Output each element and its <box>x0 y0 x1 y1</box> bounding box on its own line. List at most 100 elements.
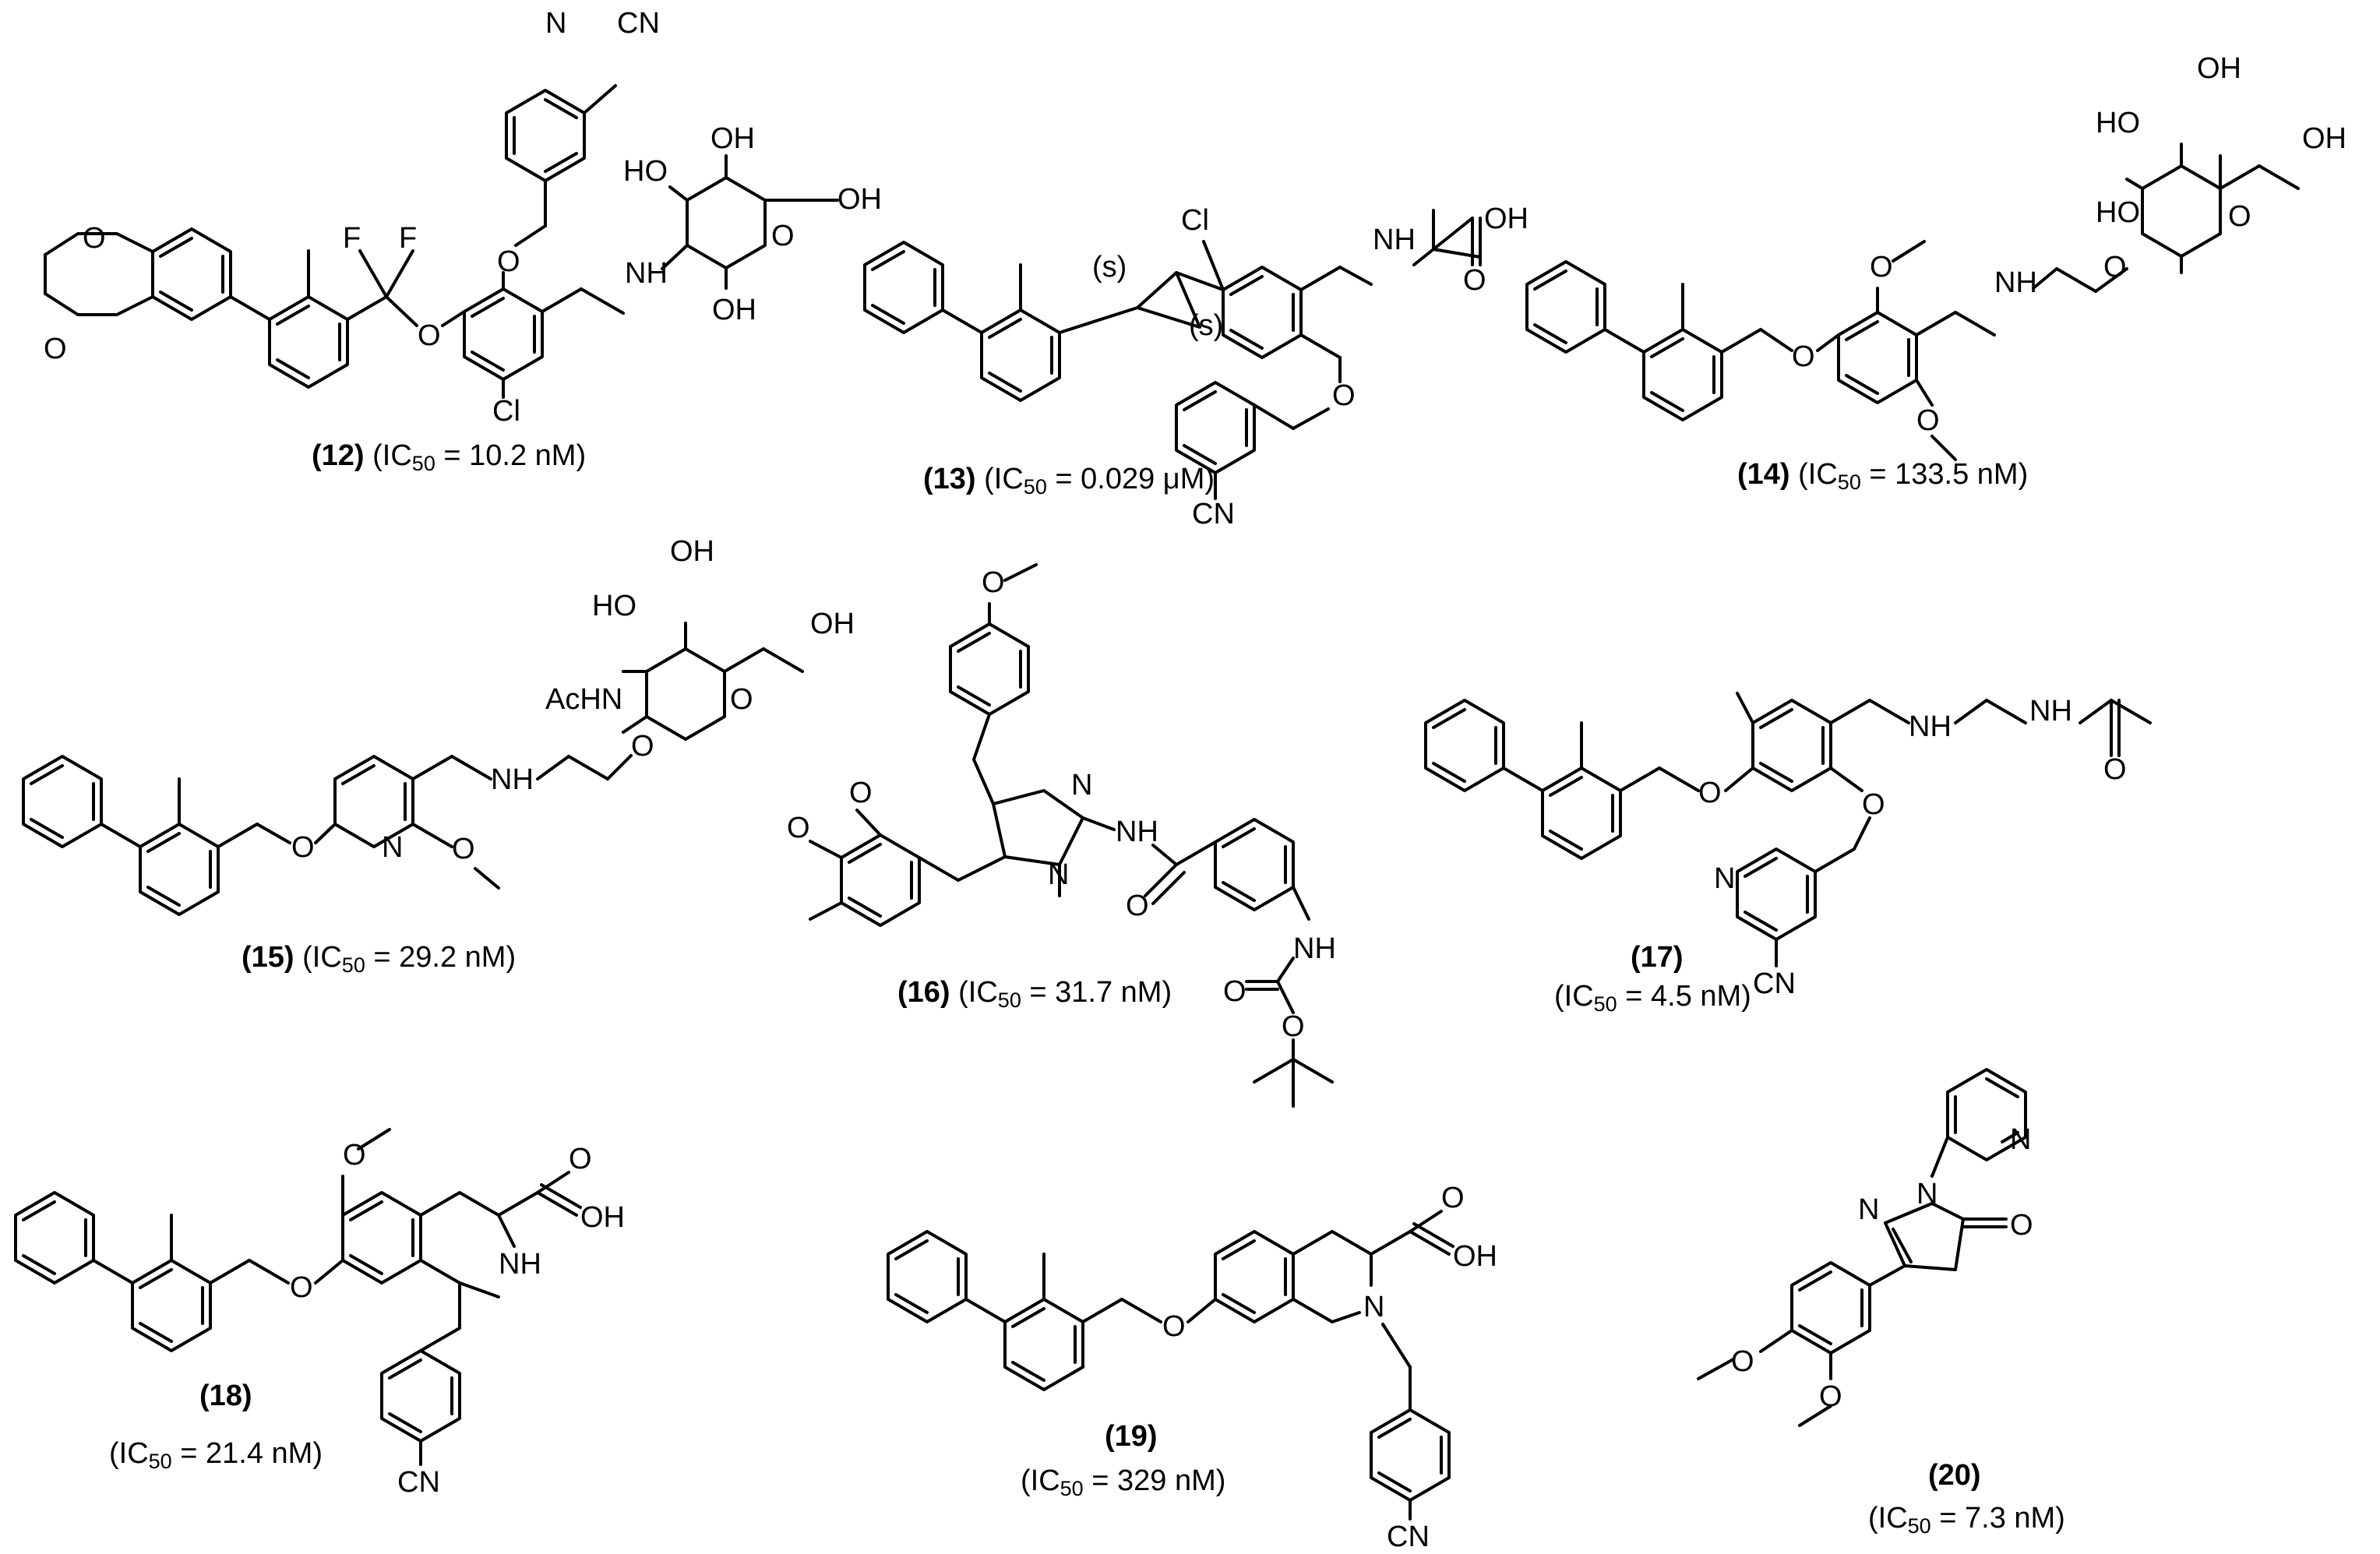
atom-label: CN <box>1192 498 1235 530</box>
atom-label: N <box>1714 862 1735 895</box>
ic50-prefix: (IC <box>302 941 342 974</box>
ic50-value: = 329 nM) <box>1083 1464 1226 1497</box>
atom-label: O <box>1282 1010 1305 1043</box>
ic50-prefix: (IC <box>372 439 412 472</box>
ic50-value: = 21.4 nM) <box>171 1437 323 1470</box>
ic50-subscript: 50 <box>1907 1514 1931 1538</box>
atom-label: N <box>1858 1193 1879 1226</box>
atom-label: CN <box>1753 967 1796 1000</box>
ic50-subscript: 50 <box>997 988 1021 1012</box>
caption-18-number: (18) <box>199 1381 252 1411</box>
ic50-value: = 29.2 nM) <box>365 941 517 974</box>
structure-15: O N O NH O O AcHN HO OH OH <box>22 535 855 916</box>
atom-label: OH <box>580 1201 625 1234</box>
atom-label: O <box>291 831 315 864</box>
atom-label: O <box>1862 788 1885 821</box>
structure-14: O O O NH O HO O HO OH OH <box>1525 52 2347 461</box>
caption-17-ic50: (IC50 = 4.5 nM) <box>1554 980 1751 1015</box>
atom-label: O <box>730 683 753 716</box>
atom-label: O <box>849 777 873 809</box>
atom-label: O <box>83 222 106 255</box>
compound-number: (15) <box>242 941 294 974</box>
ic50-prefix: (IC <box>1798 458 1838 491</box>
caption-15: (15) (IC50 = 29.2 nM) <box>242 941 517 976</box>
atom-label: OH <box>810 608 855 640</box>
compound-number: (19) <box>1105 1420 1158 1453</box>
ic50-prefix: (IC <box>984 463 1024 495</box>
atom-label: Cl <box>492 395 520 428</box>
caption-17-number: (17) <box>1631 943 1684 972</box>
caption-12: (12) (IC50 = 10.2 nM) <box>312 439 587 474</box>
atom-label: O <box>1819 1380 1842 1413</box>
ic50-value: = 133.5 nM) <box>1860 458 2029 491</box>
ic50-prefix: (IC <box>1868 1502 1908 1535</box>
atom-label: OH <box>2302 122 2347 155</box>
ic50-subscript: 50 <box>148 1450 172 1473</box>
compound-number: (16) <box>897 976 950 1009</box>
compound-number: (14) <box>1737 458 1790 491</box>
atom-label: NH <box>491 763 534 796</box>
atom-label: CN <box>1387 1521 1430 1553</box>
atom-label: O <box>2103 251 2127 284</box>
caption-20-ic50: (IC50 = 7.3 nM) <box>1868 1502 2065 1537</box>
atom-label: O <box>1698 777 1722 809</box>
structure-16: O N N NH O O O NH O O <box>787 563 1336 1108</box>
atom-label: NH <box>499 1248 541 1281</box>
ic50-subscript: 50 <box>1593 992 1617 1016</box>
atom-label: N <box>382 831 403 864</box>
atom-label: OH <box>1484 203 1528 235</box>
atom-label: O <box>1332 379 1356 412</box>
atom-label: NH <box>1909 710 1952 743</box>
ic50-value: = 4.5 nM) <box>1617 980 1751 1013</box>
ic50-prefix: (IC <box>109 1437 149 1470</box>
ic50-subscript: 50 <box>1837 470 1861 494</box>
ic50-value: = 31.7 nM) <box>1021 976 1172 1009</box>
atom-label: NH <box>1116 816 1158 848</box>
ic50-value: = 0.029 μM) <box>1046 463 1215 495</box>
caption-14: (14) (IC50 = 133.5 nM) <box>1737 458 2029 493</box>
structure-19: O N O OH CN <box>887 1182 1497 1553</box>
atom-label: O <box>2228 200 2251 233</box>
atom-label: O <box>418 319 441 352</box>
atom-label: O <box>1463 264 1486 297</box>
atom-label: N <box>1363 1291 1384 1323</box>
structure-12: O O F F O Cl O N CN NH HO OH OH O OH <box>44 7 882 428</box>
compound-number: (13) <box>923 463 976 495</box>
atom-label: N <box>545 7 566 40</box>
ic50-subscript: 50 <box>411 452 435 475</box>
caption-19-number: (19) <box>1105 1422 1158 1451</box>
atom-label: O <box>569 1143 592 1175</box>
atom-label: N <box>1916 1178 1937 1210</box>
structure-20: N N N O O O <box>1697 1068 2033 1427</box>
atom-label: O <box>631 730 654 763</box>
atom-label: O <box>1441 1182 1465 1214</box>
ic50-prefix: (IC <box>1021 1464 1060 1497</box>
caption-13: (13) (IC50 = 0.029 μM) <box>923 463 1215 498</box>
atom-label: N <box>2010 1123 2031 1156</box>
atom-label: O <box>452 833 475 865</box>
atom-label: HO <box>2096 196 2140 229</box>
atom-label: O <box>44 333 67 365</box>
atom-label: OH <box>670 535 714 568</box>
atom-label: N <box>1048 858 1069 891</box>
ic50-subscript: 50 <box>1060 1477 1084 1500</box>
atom-label: O <box>982 566 1005 599</box>
atom-label: O <box>1731 1345 1754 1378</box>
atom-label: NH <box>1293 932 1336 965</box>
atom-label: HO <box>2096 107 2140 139</box>
atom-label: OH <box>837 183 882 216</box>
compound-number: (20) <box>1928 1459 1981 1492</box>
compound-number: (12) <box>312 439 365 472</box>
compound-number: (17) <box>1631 941 1684 974</box>
ic50-value: = 10.2 nM) <box>435 439 587 472</box>
atom-label: Cl <box>1181 204 1209 237</box>
atom-label: O <box>771 220 795 252</box>
atom-label: O <box>2010 1209 2033 1242</box>
caption-20-number: (20) <box>1928 1461 1981 1490</box>
structure-18: O O NH O OH CN <box>14 1128 625 1499</box>
ic50-value: = 7.3 nM) <box>1930 1502 2065 1535</box>
stereo-label: (s) <box>1092 251 1127 284</box>
atom-label: O <box>497 245 520 278</box>
